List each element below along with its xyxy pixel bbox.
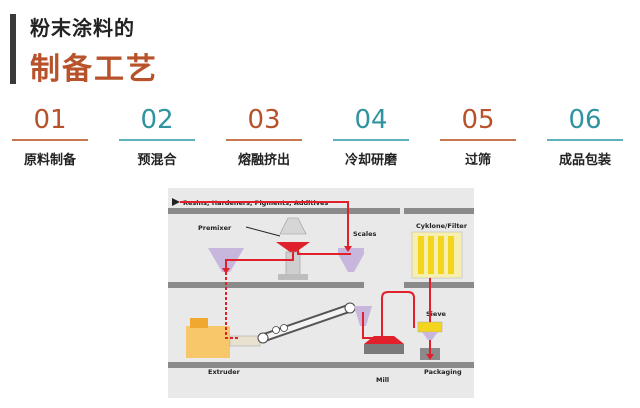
premixer-pointer: [245, 226, 281, 237]
sieve-unit: [417, 321, 443, 333]
step-1: 01 原料制备: [0, 105, 100, 168]
floor-middle: [168, 282, 364, 288]
title-line-2: 制备工艺: [30, 52, 158, 87]
process-steps: 01 原料制备 02 预混合 03 熔融挤出 04 冷却研磨 05 过筛 06 …: [0, 105, 640, 175]
process-diagram-svg: Resins, Hardeners, Pigments, Additives P…: [168, 188, 474, 398]
label-cyclone: Cyklone/Filter: [416, 222, 468, 230]
scales-hopper: [338, 254, 364, 272]
step-5: 05 过筛: [428, 105, 528, 168]
flow-line-premixer-hopper: [225, 252, 294, 272]
filter-cartridge: [428, 236, 434, 274]
belt-roller-small: [280, 324, 288, 332]
label-extruder: Extruder: [208, 368, 241, 376]
step-6: 06 成品包装: [535, 105, 635, 168]
step-number: 01: [33, 105, 67, 135]
step-underline: [12, 139, 88, 141]
floor-top: [168, 208, 400, 214]
label-sieve: Sieve: [426, 310, 447, 318]
mill-body: [364, 344, 404, 354]
step-number: 05: [461, 105, 495, 135]
title-accent-bar: [10, 14, 16, 84]
step-number: 04: [354, 105, 388, 135]
premixer-dome: [279, 217, 307, 235]
step-label: 成品包装: [558, 153, 611, 168]
step-number: 06: [568, 105, 602, 135]
label-premixer: Premixer: [198, 224, 232, 232]
step-3: 03 熔融挤出: [214, 105, 314, 168]
filter-cartridge: [438, 236, 444, 274]
label-scales: Scales: [353, 230, 377, 238]
belt-roller-small: [272, 326, 280, 334]
filter-cartridge: [448, 236, 454, 274]
extruder-barrel: [229, 335, 261, 347]
input-arrow-icon: [172, 198, 180, 206]
step-number: 03: [247, 105, 281, 135]
label-packaging: Packaging: [424, 368, 462, 376]
floor-bottom: [168, 362, 474, 368]
step-label: 原料制备: [23, 153, 76, 168]
flow-line-inputs: [180, 201, 349, 248]
step-2: 02 预混合: [107, 105, 207, 168]
step-underline: [440, 139, 516, 141]
step-label: 预混合: [137, 153, 177, 168]
process-diagram: Resins, Hardeners, Pigments, Additives P…: [168, 188, 474, 398]
flow-arrow-icon: [426, 354, 434, 360]
step-underline: [547, 139, 623, 141]
extruder-body: [186, 326, 230, 358]
step-underline: [119, 139, 195, 141]
label-mill: Mill: [376, 376, 389, 384]
step-underline: [226, 139, 302, 141]
belt-roller: [257, 332, 269, 344]
flow-line-mill-sieve: [381, 291, 415, 338]
sieve-funnel: [422, 332, 438, 340]
step-4: 04 冷却研磨: [321, 105, 421, 168]
step-label: 过筛: [464, 153, 491, 168]
flow-arrow-icon: [222, 268, 230, 274]
step-number: 02: [140, 105, 174, 135]
premixer-bowl: [276, 242, 310, 252]
step-label: 冷却研磨: [344, 153, 397, 168]
belt-roller: [344, 302, 356, 314]
step-label: 熔融挤出: [237, 153, 290, 168]
flow-line-hopper-extruder: [225, 272, 238, 339]
title-line-1: 粉末涂料的: [30, 16, 135, 40]
flow-arrow-icon: [344, 246, 352, 252]
step-underline: [333, 139, 409, 141]
premixer-base: [278, 274, 308, 280]
filter-cartridge: [418, 236, 424, 274]
flow-line-scales-premixer: [297, 242, 351, 255]
flow-line-belt-mill: [362, 312, 382, 339]
extruder-motor: [190, 318, 208, 328]
floor-middle-right: [404, 282, 474, 288]
floor-top-right: [404, 208, 474, 214]
scales-plate: [338, 248, 364, 254]
